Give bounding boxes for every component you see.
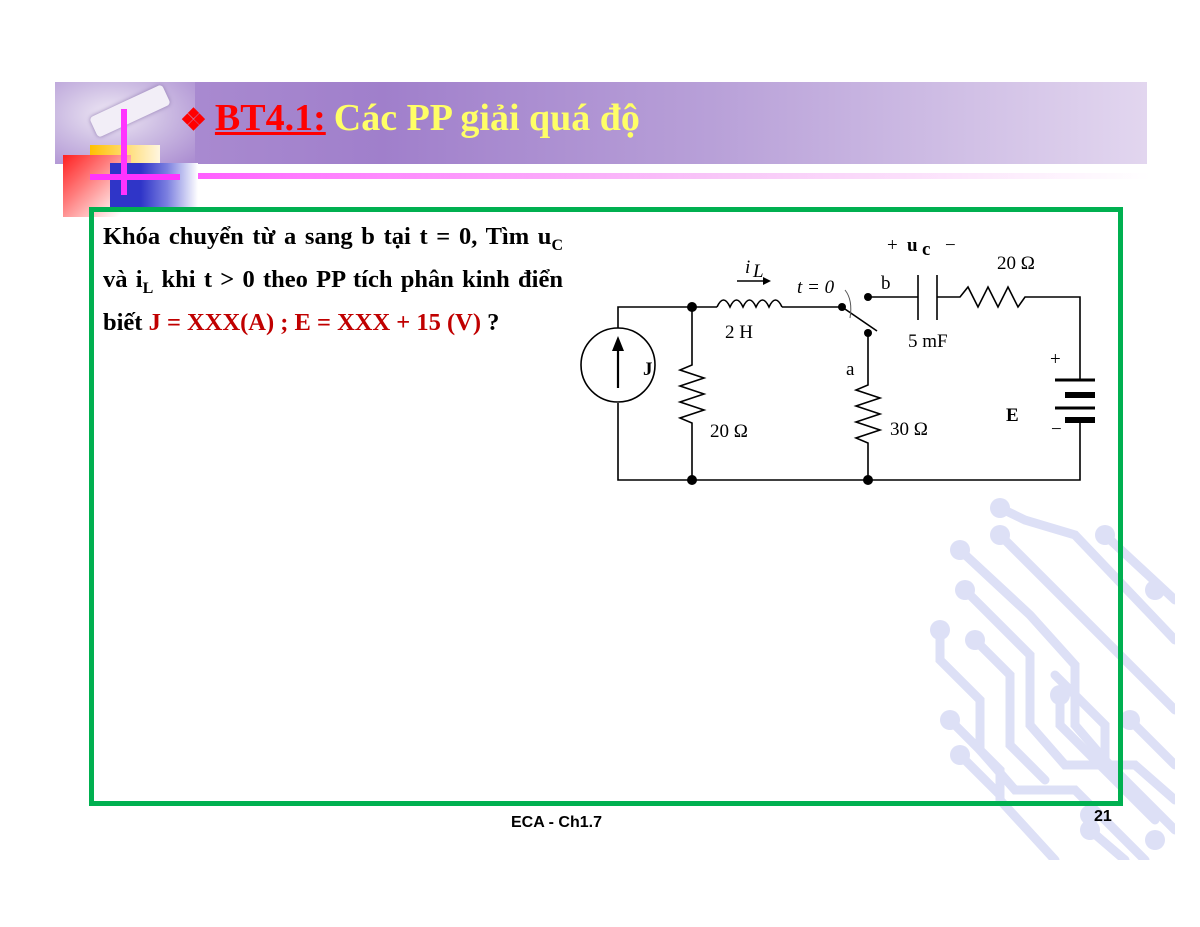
label-e: E bbox=[1006, 405, 1019, 426]
uc-subscript: C bbox=[551, 236, 563, 254]
label-node-a: a bbox=[846, 359, 855, 380]
diamond-bullet-icon: ❖ bbox=[180, 104, 207, 137]
label-j: J bbox=[643, 359, 653, 380]
current-source-icon bbox=[580, 327, 656, 403]
header-underline bbox=[90, 173, 1150, 179]
problem-text-2: và i bbox=[103, 265, 143, 293]
header-band bbox=[55, 82, 1147, 164]
label-inductor: 2 H bbox=[725, 322, 753, 343]
deco-cross-vertical bbox=[121, 109, 127, 195]
label-il-sub: L bbox=[752, 261, 764, 282]
given-values: J = XXX(A) ; E = XXX + 15 (V) bbox=[148, 308, 482, 336]
slide-title: ❖BT4.1:Các PP giải quá độ bbox=[180, 96, 640, 140]
label-switch-time: t = 0 bbox=[797, 277, 835, 298]
problem-text-1: Khóa chuyển từ a sang b tại t = 0, Tìm u bbox=[103, 223, 552, 250]
deco-cross-horizontal bbox=[90, 174, 180, 180]
label-r2: 30 Ω bbox=[890, 419, 928, 440]
content-frame bbox=[89, 207, 1123, 806]
footer-course: ECA - Ch1.7 bbox=[511, 814, 602, 831]
label-battery-minus: − bbox=[1051, 419, 1062, 440]
label-capacitor: 5 mF bbox=[908, 331, 948, 352]
label-uc-sub: c bbox=[922, 239, 930, 260]
label-uc: u bbox=[907, 235, 918, 256]
label-r3: 20 Ω bbox=[997, 253, 1035, 274]
label-uc-minus: − bbox=[945, 235, 956, 256]
circuit-diagram: J 20 Ω 2 H i L t = 0 a b 30 Ω + u c − 5 … bbox=[580, 235, 1095, 485]
title-code: BT4.1: bbox=[214, 97, 326, 139]
page-number: 21 bbox=[1094, 808, 1112, 825]
problem-statement: Khóa chuyển từ a sang b tại t = 0, Tìm u… bbox=[103, 220, 563, 340]
label-il: i bbox=[745, 257, 750, 278]
problem-text-3: khi t > 0 theo PP tích phân kinh điển bi… bbox=[103, 265, 563, 336]
label-battery-plus: + bbox=[1050, 349, 1061, 370]
question-mark: ? bbox=[481, 308, 500, 336]
label-uc-plus: + bbox=[887, 235, 898, 256]
label-node-b: b bbox=[881, 273, 891, 294]
label-r1: 20 Ω bbox=[710, 421, 748, 442]
circuit-watermark bbox=[930, 498, 1175, 860]
title-text: Các PP giải quá độ bbox=[333, 97, 640, 139]
il-subscript: L bbox=[142, 279, 154, 297]
